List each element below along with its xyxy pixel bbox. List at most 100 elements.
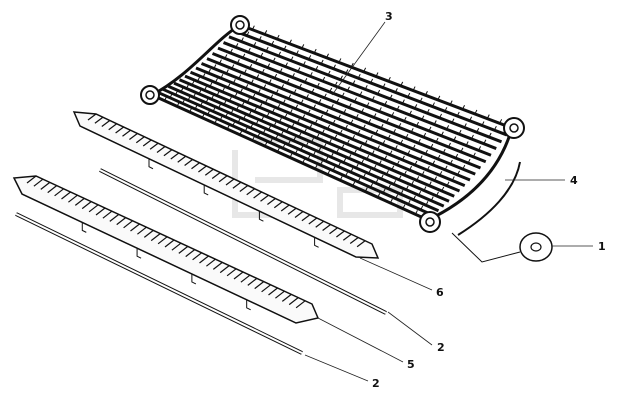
- grate-tooth: [264, 141, 268, 147]
- rasp-tooth: [150, 233, 161, 242]
- grate-tooth: [343, 109, 347, 114]
- grate-tooth: [389, 94, 393, 100]
- grate-tooth: [423, 186, 427, 191]
- grate-tooth: [460, 147, 464, 153]
- grate-tooth: [483, 139, 487, 144]
- grate-tooth: [362, 173, 366, 178]
- rasp-tooth: [170, 152, 180, 160]
- grate-tooth: [176, 102, 180, 107]
- rasp-tooth: [295, 300, 306, 309]
- grate-tooth: [213, 64, 217, 69]
- grate-tooth: [314, 119, 318, 124]
- grate-tooth: [229, 96, 232, 102]
- rasp-tooth: [184, 159, 193, 166]
- grate-tooth: [258, 36, 262, 41]
- grate-tooth: [389, 150, 393, 155]
- grate-tooth: [264, 98, 268, 104]
- rasp-tooth: [122, 129, 131, 137]
- grate-tooth: [403, 170, 407, 176]
- rasp-tooth: [232, 181, 242, 189]
- grate-tooth: [225, 112, 229, 118]
- grate-tooth: [251, 25, 255, 30]
- rasp-tooth: [54, 188, 64, 197]
- rasp-mount-tab: [136, 248, 142, 259]
- grate-tooth: [446, 181, 450, 187]
- grate-tooth: [393, 180, 397, 185]
- grate-tooth: [420, 205, 424, 211]
- grate-tooth: [339, 129, 343, 135]
- grate-tooth: [435, 137, 439, 143]
- grate-tooth: [298, 83, 302, 89]
- grate-tooth: [395, 194, 399, 199]
- grate-tooth: [478, 146, 482, 151]
- grate-bar: [233, 29, 508, 137]
- grate-tooth: [398, 123, 402, 128]
- grate-tooth: [411, 180, 414, 186]
- grate-tooth: [364, 140, 368, 145]
- rasp-tooth: [287, 207, 297, 215]
- grate-tooth: [370, 78, 374, 84]
- grate-roller-bottom-left: [140, 85, 160, 105]
- grate-tooth: [320, 114, 323, 120]
- grate-tooth: [207, 110, 211, 115]
- grate-tooth: [345, 124, 348, 130]
- grate-tooth: [273, 121, 277, 127]
- grate-tooth: [380, 124, 384, 129]
- grate-tooth: [471, 134, 474, 140]
- grate-tooth: [300, 145, 304, 151]
- rasp-tooth: [185, 249, 196, 258]
- grate-tooth: [467, 158, 471, 164]
- grate-tooth: [226, 124, 230, 130]
- grate-tooth: [366, 154, 370, 160]
- rasp-tooth: [254, 281, 265, 290]
- rasp-tooth: [329, 227, 338, 235]
- rasp-tooth: [61, 191, 71, 200]
- grate-tooth: [419, 155, 423, 160]
- grate-tooth: [275, 89, 279, 94]
- grate-tooth: [186, 84, 189, 89]
- grate-tooth: [257, 89, 261, 94]
- grate-tooth: [361, 108, 364, 113]
- grate-tooth: [270, 94, 274, 99]
- grate-tooth: [359, 145, 363, 150]
- grate-tooth: [337, 162, 341, 167]
- grate-tooth: [357, 177, 361, 183]
- grate-tooth: [352, 181, 356, 187]
- grate-tooth: [446, 125, 450, 130]
- grate-tooth: [375, 129, 379, 135]
- grate-tooth: [425, 91, 428, 96]
- grate-tooth: [377, 193, 381, 198]
- rasp-mount-tab: [203, 184, 209, 196]
- grate-tooth: [278, 51, 281, 57]
- grate-tooth: [249, 64, 253, 69]
- grate-tooth: [368, 169, 372, 174]
- grate-tooth: [322, 76, 326, 82]
- washer: [519, 232, 553, 262]
- rasp-tooth: [156, 146, 166, 153]
- grate-tooth: [223, 100, 227, 105]
- rasp-mount-tab: [148, 158, 154, 170]
- grate-tooth: [275, 134, 279, 140]
- grate-tooth: [278, 117, 282, 123]
- grate-tooth: [350, 167, 354, 173]
- grate-tooth: [433, 120, 437, 125]
- grate-tooth: [229, 48, 233, 54]
- grate-tooth: [327, 170, 331, 175]
- grate-tooth: [391, 165, 395, 170]
- grate-tooth: [412, 144, 416, 150]
- grate-tooth: [197, 77, 200, 82]
- rasp-tooth: [211, 172, 221, 179]
- grate-tooth: [389, 198, 393, 204]
- grate-tooth: [346, 139, 350, 145]
- grate-tooth: [230, 109, 234, 114]
- rasp-tooth: [115, 126, 124, 134]
- rasp-tooth: [336, 230, 345, 238]
- rasp-tooth: [233, 271, 244, 280]
- grate-tooth: [286, 127, 289, 132]
- grate-tooth: [280, 131, 284, 136]
- grate-tooth: [336, 148, 339, 154]
- rod-lower: [15, 212, 303, 355]
- grate-tooth: [262, 129, 266, 134]
- grate-tooth: [499, 119, 503, 124]
- grate-tooth: [221, 87, 225, 93]
